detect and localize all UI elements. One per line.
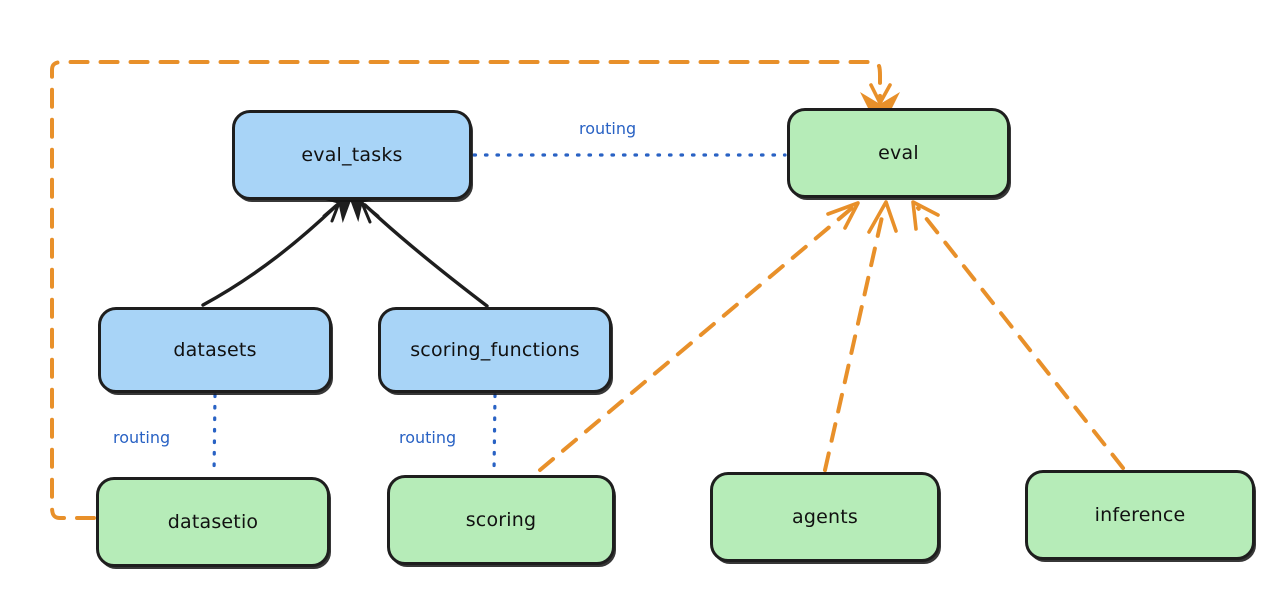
node-label-datasets: datasets (173, 339, 257, 361)
edge-scoring-to-eval (538, 201, 860, 472)
node-label-eval: eval (878, 142, 919, 164)
node-scoring-functions[interactable]: scoring_functions (378, 307, 612, 393)
node-agents[interactable]: agents (710, 472, 940, 562)
edge-label-routing-eval-tasks: routing (579, 119, 637, 138)
edge-label-routing-datasets: routing (113, 428, 171, 447)
edge-datasets-to-datasetio (212, 393, 217, 477)
edge-scoring-functions-to-eval-tasks (345, 186, 489, 308)
node-eval-tasks[interactable]: eval_tasks (232, 110, 472, 200)
node-inference[interactable]: inference (1025, 470, 1255, 560)
node-label-datasetio: datasetio (167, 511, 259, 533)
edge-datasets-to-eval-tasks (201, 187, 356, 307)
node-label-agents: agents (792, 506, 858, 528)
edge-datasetio-to-eval (50, 60, 900, 520)
node-label-inference: inference (1094, 504, 1186, 526)
edge-label-routing-scoring-functions: routing (399, 428, 457, 447)
edge-scoring-functions-to-scoring (492, 393, 497, 475)
node-label-eval-tasks: eval_tasks (301, 144, 403, 166)
node-datasetio[interactable]: datasetio (96, 477, 330, 567)
node-label-scoring-functions: scoring_functions (410, 339, 580, 361)
edge-inference-to-eval (911, 200, 1125, 470)
edge-agents-to-eval (823, 200, 898, 472)
node-scoring[interactable]: scoring (387, 475, 615, 565)
node-eval[interactable]: eval (787, 108, 1010, 198)
node-datasets[interactable]: datasets (98, 307, 332, 393)
node-label-scoring: scoring (465, 509, 537, 531)
